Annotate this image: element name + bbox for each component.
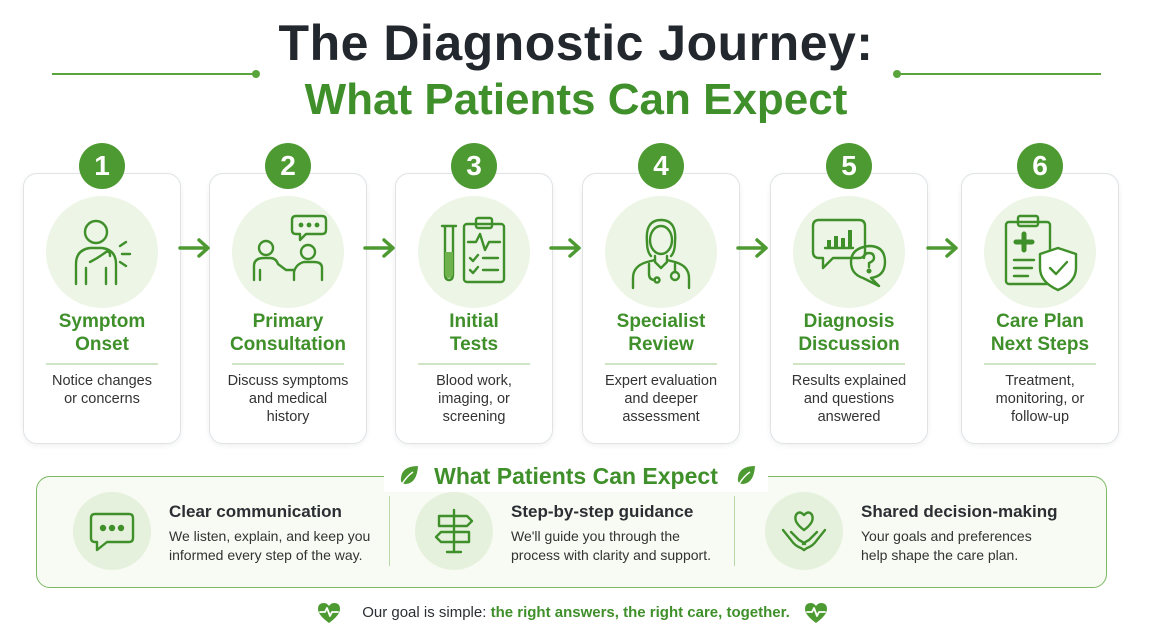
arrow-right-icon (549, 238, 581, 258)
page-title: The Diagnostic Journey: (278, 15, 874, 71)
step-number-badge: 6 (1017, 143, 1063, 189)
arrow-right-icon (926, 238, 958, 258)
feature-shared-decision: Shared decision-making Your goals and pr… (765, 492, 1085, 572)
footer-tagline: Our goal is simple: the right answers, t… (0, 602, 1152, 624)
leaf-icon (737, 466, 755, 485)
step-number-badge: 3 (451, 143, 497, 189)
expect-heading: What Patients Can Expect (434, 463, 718, 489)
step-divider (605, 363, 717, 365)
step-divider (984, 363, 1096, 365)
expect-panel (36, 476, 1107, 588)
step-number-badge: 2 (265, 143, 311, 189)
leaf-icon (400, 466, 418, 485)
expect-heading-wrap: What Patients Can Expect (384, 460, 768, 492)
clipboard-shield-icon (984, 196, 1096, 308)
step-divider (418, 363, 530, 365)
feature-separator (389, 496, 390, 566)
step-divider (793, 363, 905, 365)
step-number-badge: 1 (79, 143, 125, 189)
arrow-right-icon (178, 238, 210, 258)
heart-pulse-icon (805, 603, 827, 623)
feature-step-guidance: Step-by-step guidance We'll guide you th… (415, 492, 735, 572)
step-divider (232, 363, 344, 365)
hands-heart-icon (765, 492, 843, 570)
consultation-icon (232, 196, 344, 308)
chat-bubble-icon (73, 492, 151, 570)
arrow-right-icon (363, 238, 395, 258)
step-divider (46, 363, 158, 365)
test-tube-clipboard-icon (418, 196, 530, 308)
feature-clear-communication: Clear communication We listen, explain, … (73, 492, 393, 572)
feature-title: Shared decision-making (861, 502, 1058, 521)
title-rule-right (893, 70, 1101, 78)
arrow-right-icon (736, 238, 768, 258)
heart-pulse-icon (318, 603, 340, 623)
footer-plain-text: Our goal is simple: (362, 604, 491, 621)
title-rule-left (52, 70, 260, 78)
signpost-icon (415, 492, 493, 570)
feature-title: Step-by-step guidance (511, 502, 694, 521)
footer-accent-text: the right answers, the right care, toget… (490, 604, 790, 621)
feature-title: Clear communication (169, 502, 342, 521)
page-header: The Diagnostic Journey: What Patients Ca… (0, 12, 1152, 128)
doctor-icon (605, 196, 717, 308)
page-subtitle: What Patients Can Expect (304, 75, 848, 124)
chat-chart-question-icon (793, 196, 905, 308)
step-number-badge: 4 (638, 143, 684, 189)
feature-separator (734, 496, 735, 566)
person-pain-icon (46, 196, 158, 308)
step-number-badge: 5 (826, 143, 872, 189)
